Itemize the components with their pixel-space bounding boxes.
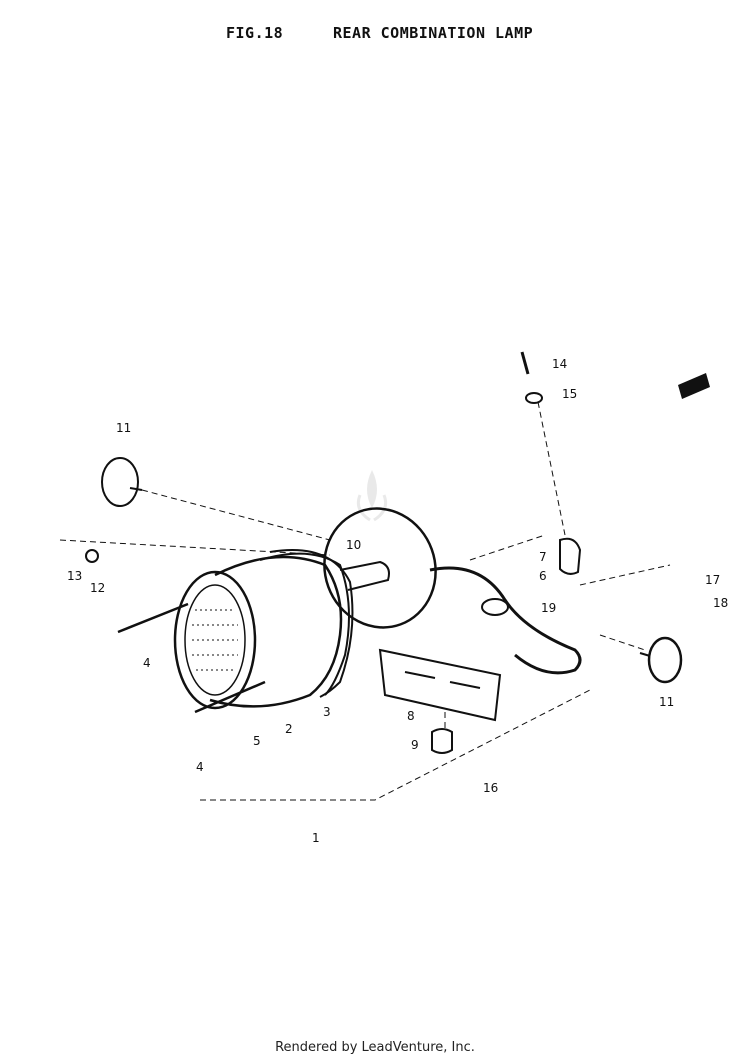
callout-17: 17	[705, 573, 720, 587]
callout-labels: 1 2 3 4 4 5 6 7 8 9 10 11 11 12 13 14 15…	[67, 357, 728, 845]
front-arrow-icon	[678, 373, 710, 399]
reflector-right	[639, 636, 683, 684]
callout-7: 7	[539, 550, 547, 564]
washer	[525, 392, 543, 404]
leader-lines	[59, 401, 671, 801]
bolt	[520, 351, 530, 375]
mounting-bracket	[378, 648, 502, 722]
callout-14: 14	[552, 357, 567, 371]
callout-12: 12	[90, 581, 105, 595]
watermark-logo	[356, 470, 388, 522]
clamp	[559, 537, 582, 575]
figure-number: FIG.18	[226, 24, 284, 42]
callout-15: 15	[562, 387, 577, 401]
callout-11a: 11	[116, 421, 131, 435]
reflector-left	[101, 457, 143, 507]
callout-2: 2	[285, 722, 293, 736]
callout-9: 9	[411, 738, 419, 752]
nut	[85, 549, 99, 563]
figure-title: REAR COMBINATION LAMP	[333, 24, 534, 42]
callout-6: 6	[539, 569, 547, 583]
callout-11b: 11	[659, 695, 674, 709]
callout-10: 10	[346, 538, 361, 552]
footer-credit: Rendered by LeadVenture, Inc.	[275, 1040, 475, 1055]
gasket	[269, 549, 354, 698]
screw-upper	[117, 602, 189, 634]
callout-18: 18	[713, 596, 728, 610]
callout-8: 8	[407, 709, 415, 723]
callout-5: 5	[253, 734, 261, 748]
backing-plate	[323, 507, 437, 629]
grommet	[481, 598, 509, 616]
wire-harness	[429, 566, 582, 675]
callout-4b: 4	[196, 760, 204, 774]
callout-16: 16	[483, 781, 498, 795]
callout-4a: 4	[143, 656, 151, 670]
cushion	[431, 728, 453, 754]
callout-19: 19	[541, 601, 556, 615]
lamp-housing	[173, 552, 350, 710]
screw-lower	[194, 680, 266, 714]
callout-1: 1	[312, 831, 320, 845]
callout-13: 13	[67, 569, 82, 583]
callout-3: 3	[323, 705, 331, 719]
